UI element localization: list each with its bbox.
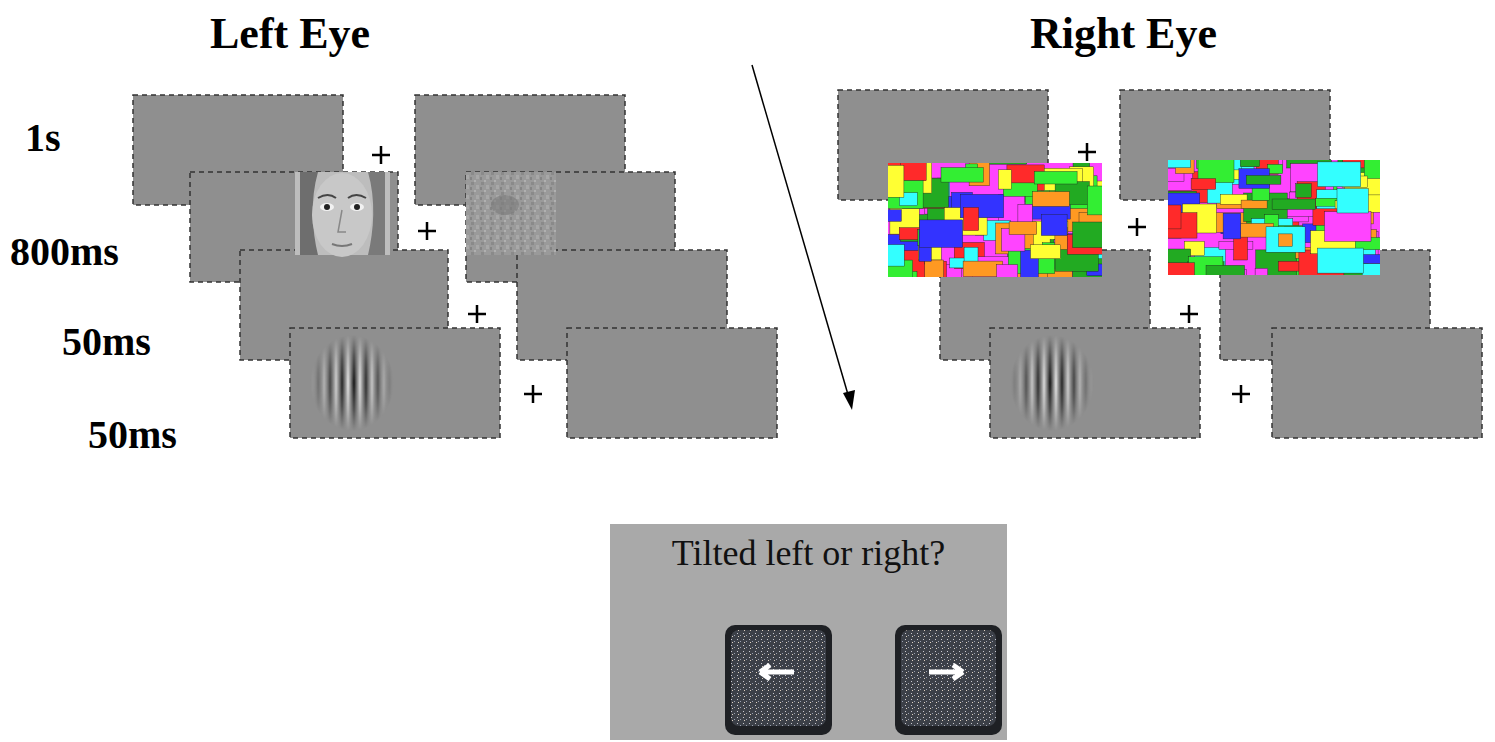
response-screen: Tilted left or right? — [610, 524, 1007, 740]
duration-label: 800ms — [10, 232, 119, 272]
fixation-cross — [372, 143, 1250, 403]
gabor-patch — [300, 330, 410, 436]
eye-heading: Left Eye — [210, 12, 370, 56]
prompt-text: Tilted left or right? — [610, 524, 1007, 574]
noise-image — [466, 172, 556, 255]
mondrian-mask — [1168, 160, 1380, 275]
eye-heading: Right Eye — [1030, 12, 1217, 56]
face-image — [295, 172, 390, 257]
gabor-patch — [1000, 330, 1110, 436]
time-arrow — [752, 65, 855, 410]
duration-label: 50ms — [62, 322, 151, 362]
duration-label: 50ms — [88, 415, 177, 455]
duration-label: 1s — [25, 118, 61, 158]
mondrian-mask — [888, 163, 1102, 277]
